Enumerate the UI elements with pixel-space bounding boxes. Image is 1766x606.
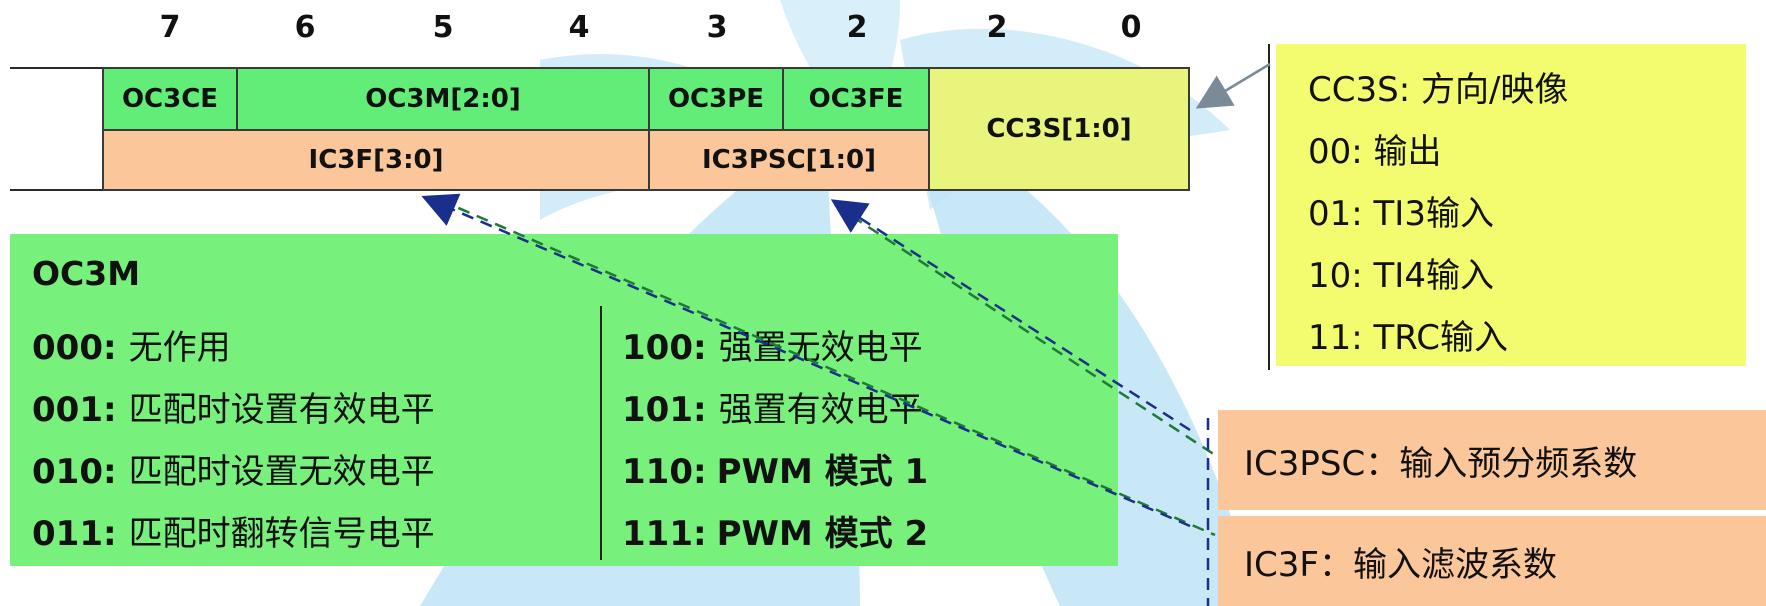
bit-label-6: 6 (294, 10, 316, 45)
ic3f-note-text: IC3F：输入滤波系数 (1244, 544, 1557, 585)
register-cell-cc3s: CC3S[1:0] (928, 67, 1190, 191)
ic3f-note-box: IC3F：输入滤波系数 (1218, 516, 1766, 606)
oc3m-desc: 强置无效电平 (718, 328, 923, 368)
oc3m-title: OC3M (32, 254, 141, 293)
oc3m-code: 000: (32, 328, 117, 368)
register-cell-oc3pe: OC3PE (648, 67, 784, 131)
cc3s-note-line: 10: TI4输入 (1308, 256, 1494, 296)
oc3m-code: 101: (622, 390, 707, 430)
cc3s-note-line: 01: TI3输入 (1308, 194, 1494, 234)
oc3m-code: 001: (32, 390, 117, 430)
oc3m-description-box: OC3M 000: 无作用 001: 匹配时设置有效电平 010: 匹配时设置无效电平… (10, 234, 1118, 566)
ic3psc-note-text: IC3PSC：输入预分频系数 (1244, 443, 1638, 484)
oc3m-mode-001: 001: 匹配时设置有效电平 (32, 382, 435, 431)
cc3s-note-line: CC3S: 方向/映像 (1308, 70, 1569, 110)
cc3s-note-divider (1268, 44, 1270, 370)
cc3s-note-line: 11: TRC输入 (1308, 318, 1508, 358)
bit-label-5: 5 (432, 10, 454, 45)
register-cell-oc3ce: OC3CE (102, 67, 238, 131)
bit-label-1: 2 (986, 10, 1008, 45)
oc3m-code: 100: (622, 328, 707, 368)
oc3m-mode-110: 110:PWM 模式 1 (622, 444, 928, 493)
bit-label-3: 3 (706, 10, 728, 45)
oc3m-mode-111: 111:PWM 模式 2 (622, 506, 928, 555)
oc3m-desc: PWM 模式 1 (716, 452, 929, 492)
ic3psc-note-box: IC3PSC：输入预分频系数 (1218, 410, 1766, 510)
oc3m-code: 111: (622, 514, 707, 554)
register-cell-ic3f: IC3F[3:0] (102, 129, 650, 191)
oc3m-column-divider (600, 306, 602, 560)
bit-label-4: 4 (568, 10, 590, 45)
oc3m-mode-000: 000: 无作用 (32, 320, 231, 369)
oc3m-desc: PWM 模式 2 (716, 514, 929, 554)
oc3m-code: 010: (32, 452, 117, 492)
oc3m-desc: 无作用 (128, 328, 231, 368)
cc3s-note-box: CC3S: 方向/映像 00: 输出 01: TI3输入 10: TI4输入 1… (1276, 44, 1746, 366)
oc3m-mode-101: 101: 强置有效电平 (622, 382, 923, 431)
register-cell-oc3fe: OC3FE (782, 67, 930, 131)
oc3m-code: 011: (32, 514, 117, 554)
oc3m-mode-010: 010: 匹配时设置无效电平 (32, 444, 435, 493)
bit-label-2: 2 (846, 10, 868, 45)
bit-label-0: 0 (1120, 10, 1142, 45)
bit-label-7: 7 (159, 10, 181, 45)
register-cell-ic3psc: IC3PSC[1:0] (648, 129, 930, 191)
register-top-line (10, 67, 105, 69)
cc3s-note-line: 00: 输出 (1308, 132, 1442, 172)
oc3m-mode-011: 011: 匹配时翻转信号电平 (32, 506, 435, 555)
register-bottom-line (10, 189, 105, 191)
oc3m-desc: 匹配时设置有效电平 (128, 390, 435, 430)
oc3m-code: 110: (622, 452, 707, 492)
oc3m-desc: 匹配时翻转信号电平 (128, 514, 435, 554)
register-cell-oc3m: OC3M[2:0] (236, 67, 650, 131)
oc3m-desc: 强置有效电平 (718, 390, 923, 430)
oc3m-mode-100: 100: 强置无效电平 (622, 320, 923, 369)
oc3m-desc: 匹配时设置无效电平 (128, 452, 435, 492)
